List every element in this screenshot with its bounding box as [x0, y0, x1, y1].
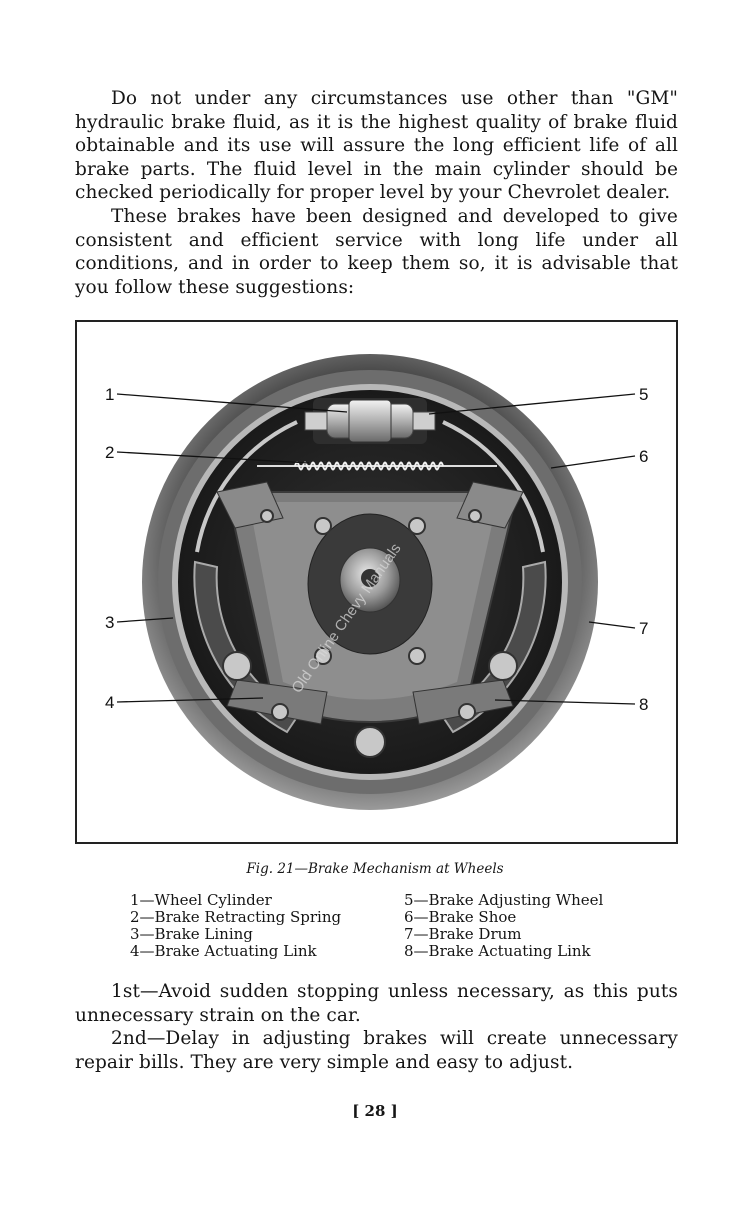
legend-item: 3—Brake Lining — [130, 925, 253, 943]
bolts — [222, 509, 518, 758]
suggestions-text: 1st—Avoid sudden stopping unless necessa… — [75, 980, 678, 1074]
callout-3: 3 — [105, 613, 114, 632]
hub-nut — [361, 569, 379, 587]
legend-item: 1—Wheel Cylinder — [130, 891, 272, 909]
intro-text: Do not under any circumstances use other… — [75, 87, 678, 299]
actuating-link-left — [226, 679, 328, 725]
suggestion-first: 1st—Avoid sudden stopping unless necessa… — [75, 981, 678, 1026]
callout-7: 7 — [639, 619, 648, 638]
retracting-spring — [294, 461, 444, 471]
legend-item: 5—Brake Adjusting Wheel — [404, 891, 604, 909]
legend-item: 8—Brake Actuating Link — [404, 942, 591, 960]
callout-line-6 — [550, 455, 636, 469]
callout-line-8 — [494, 699, 636, 705]
callout-line-2 — [116, 451, 310, 464]
link-pin — [260, 509, 274, 523]
figure-caption: Fig. 21—Brake Mechanism at Wheels — [246, 861, 504, 877]
callout-6: 6 — [639, 447, 648, 466]
legend-item: 4—Brake Actuating Link — [130, 942, 317, 960]
suggestion-second: 2nd—Delay in adjusting brakes will creat… — [75, 1028, 678, 1073]
callout-line-5 — [428, 393, 636, 415]
legend-left: 1—Wheel Cylinder 2—Brake Retracting Spri… — [130, 892, 341, 960]
brake-mechanism-illustration: Old Online Chevy Manuals 1 2 3 4 5 6 7 8 — [105, 354, 648, 810]
brake-mechanism-figure: Old Online Chevy Manuals 1 2 3 4 5 6 7 8 — [75, 320, 678, 844]
paragraph-brake-fluid: Do not under any circumstances use other… — [75, 88, 678, 204]
callout-line-7 — [588, 621, 636, 629]
callout-5: 5 — [639, 385, 648, 404]
callout-8: 8 — [639, 695, 648, 714]
wheel-cylinder-body — [348, 399, 392, 443]
callout-line-1 — [116, 393, 348, 413]
actuating-link-right — [412, 679, 514, 725]
cylinder-end — [304, 411, 328, 431]
legend-item: 7—Brake Drum — [404, 925, 522, 943]
bolt — [408, 647, 426, 665]
link-pin — [271, 703, 289, 721]
bolt — [314, 517, 332, 535]
callout-2: 2 — [105, 443, 114, 462]
bolt — [314, 647, 332, 665]
callout-lines — [116, 393, 636, 705]
brake-lining-right — [442, 420, 545, 553]
callout-line-4 — [116, 697, 264, 703]
adjusting-wheel — [412, 411, 436, 431]
page-number: [ 28 ] — [352, 1102, 398, 1120]
link-pin — [468, 509, 482, 523]
anchor-pin-left — [222, 651, 252, 681]
callout-4: 4 — [105, 693, 114, 712]
anchor-pin-right — [488, 651, 518, 681]
anchor-pin-bottom — [354, 726, 386, 758]
legend-right: 5—Brake Adjusting Wheel 6—Brake Shoe 7—B… — [404, 892, 603, 960]
legend-item: 6—Brake Shoe — [404, 908, 517, 926]
bolt — [408, 517, 426, 535]
brake-lining-left — [195, 420, 298, 553]
legend-item: 2—Brake Retracting Spring — [130, 908, 342, 926]
callout-line-3 — [116, 617, 174, 623]
paragraph-brakes-design: These brakes have been designed and deve… — [75, 205, 678, 298]
link-pin — [458, 703, 476, 721]
callout-1: 1 — [105, 385, 114, 404]
